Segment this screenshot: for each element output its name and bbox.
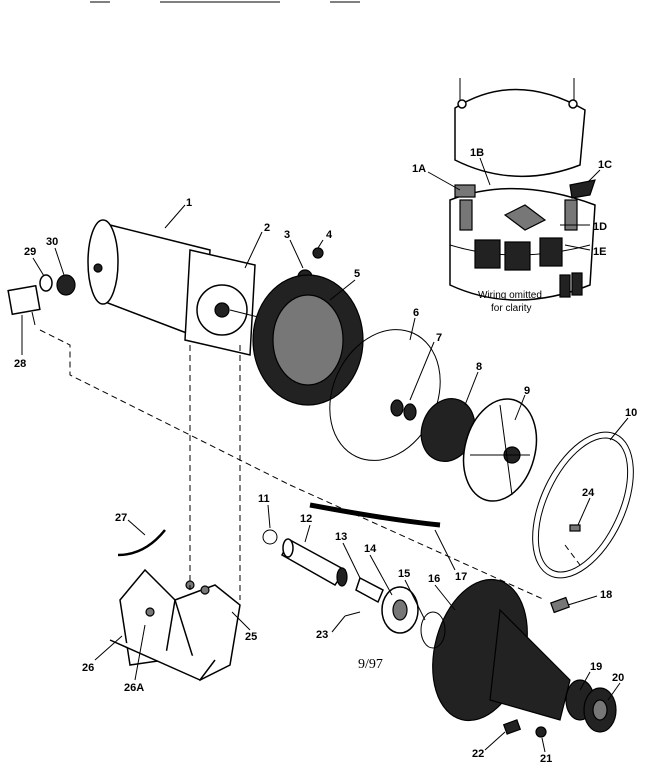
- label-part-1a: 1A: [412, 163, 426, 175]
- wiring-note-line2: for clarity: [491, 303, 532, 314]
- label-part-22: 22: [472, 748, 484, 760]
- motor-base: [109, 568, 241, 682]
- alignment-lines: [39, 329, 581, 601]
- label-part-15: 15: [398, 568, 410, 580]
- label-part-13: 13: [335, 531, 347, 543]
- motor: [87, 219, 271, 356]
- o-ring-11: [262, 529, 278, 545]
- label-part-5: 5: [354, 268, 360, 280]
- label-part-6: 6: [413, 307, 419, 319]
- label-part-3: 3: [284, 229, 290, 241]
- label-part-20: 20: [612, 672, 624, 684]
- label-part-28: 28: [14, 358, 26, 370]
- label-part-24: 24: [582, 487, 595, 499]
- label-part-12: 12: [300, 513, 312, 525]
- diffuser: [462, 398, 538, 502]
- revision-date: 9/97: [358, 657, 383, 672]
- screw-23: [344, 611, 361, 617]
- label-part-18: 18: [600, 589, 612, 601]
- label-part-11: 11: [258, 493, 270, 505]
- label-part-29: 29: [24, 246, 36, 258]
- label-part-16: 16: [428, 573, 440, 585]
- label-part-30: 30: [46, 236, 58, 248]
- label-part-1e: 1E: [593, 246, 606, 258]
- drain-plugs-bottom: [502, 719, 547, 738]
- seal-housing-14: [381, 586, 419, 634]
- motor-end-housing: [449, 179, 596, 301]
- pump-housing: [432, 578, 617, 733]
- label-part-9: 9: [524, 385, 530, 397]
- label-part-8: 8: [476, 361, 482, 373]
- wire-27: [117, 529, 166, 557]
- fitting-18: [550, 596, 570, 614]
- wiring-note-line1: Wiring omitted: [478, 290, 542, 301]
- seal-plate: [252, 274, 364, 406]
- plug-28: [7, 284, 41, 326]
- valve-13: [355, 576, 384, 604]
- label-part-7: 7: [436, 332, 442, 344]
- label-part-1d: 1D: [593, 221, 607, 233]
- motor-end-cover: [454, 78, 586, 178]
- hose-17: [309, 502, 441, 528]
- label-part-23: 23: [316, 629, 328, 641]
- connector-30: [56, 274, 76, 296]
- label-part-17: 17: [455, 571, 467, 583]
- label-part-19: 19: [590, 661, 602, 673]
- shaft-seal: [390, 399, 417, 421]
- pipe-12: [280, 538, 348, 587]
- label-part-4: 4: [326, 229, 333, 241]
- clamp-ring: [532, 431, 634, 579]
- gasket-15: [420, 611, 446, 649]
- label-part-10: 10: [625, 407, 637, 419]
- label-part-2: 2: [264, 222, 270, 234]
- label-part-27: 27: [115, 512, 127, 524]
- label-part-14: 14: [364, 543, 377, 555]
- label-part-21: 21: [540, 753, 552, 765]
- label-part-26a: 26A: [124, 682, 144, 694]
- label-part-26: 26: [82, 662, 94, 674]
- label-part-1: 1: [186, 197, 192, 209]
- label-part-1c: 1C: [598, 159, 612, 171]
- label-part-1b: 1B: [470, 147, 484, 159]
- grommet-29: [39, 274, 53, 292]
- leader-lines: [21, 157, 629, 753]
- part-labels: 1 2 3 4 5 6 7 8 9 10 11 12 13 14 15 16 1…: [14, 147, 637, 765]
- label-part-25: 25: [245, 631, 257, 643]
